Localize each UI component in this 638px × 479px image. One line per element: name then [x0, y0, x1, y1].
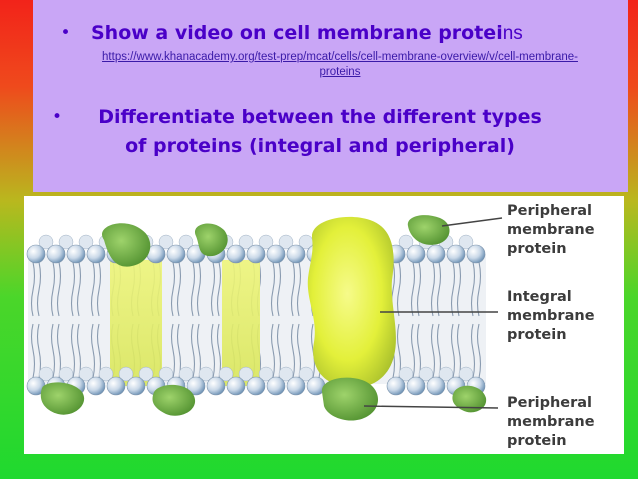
bullet-1-text: Show a video on cell membrane proteins [91, 19, 523, 48]
pointer-lines [363, 217, 503, 409]
bullet-marker: • [60, 23, 71, 43]
integral-protein [307, 216, 396, 388]
bullet-1: • Show a video on cell membrane proteins [40, 19, 523, 48]
membrane-figure: Peripheral membrane protein Integral mem… [24, 196, 624, 454]
protein-blob-bottom-right [452, 385, 487, 413]
peripheral-protein-bottom [321, 377, 379, 421]
protein-blob-bottom-mid [152, 384, 196, 416]
protein-blob-bottom-left [40, 382, 85, 415]
protein-channel [110, 260, 162, 386]
protein-blob-left [102, 223, 151, 267]
label-integral: Integral membrane protein [507, 289, 595, 343]
bullet-1-text-bold: Show a video on cell membrane protei [91, 22, 503, 44]
membrane-diagram [24, 215, 503, 421]
peripheral-protein-top [407, 215, 450, 245]
label-peripheral-top: Peripheral membrane protein [507, 203, 595, 257]
bullet-2-text: Differentiate between the different type… [98, 106, 542, 157]
video-link[interactable]: https://www.khanacademy.org/test-prep/mc… [102, 51, 578, 78]
protein-channel-right [222, 260, 260, 386]
protein-blob-left-mid [194, 223, 228, 257]
bullet-1-text-tail: ns [502, 23, 523, 44]
bullet-2: • Differentiate between the different ty… [40, 103, 600, 161]
label-peripheral-bottom: Peripheral membrane protein [507, 395, 595, 449]
bullet-marker: • [52, 107, 63, 127]
text-panel [33, 0, 628, 192]
